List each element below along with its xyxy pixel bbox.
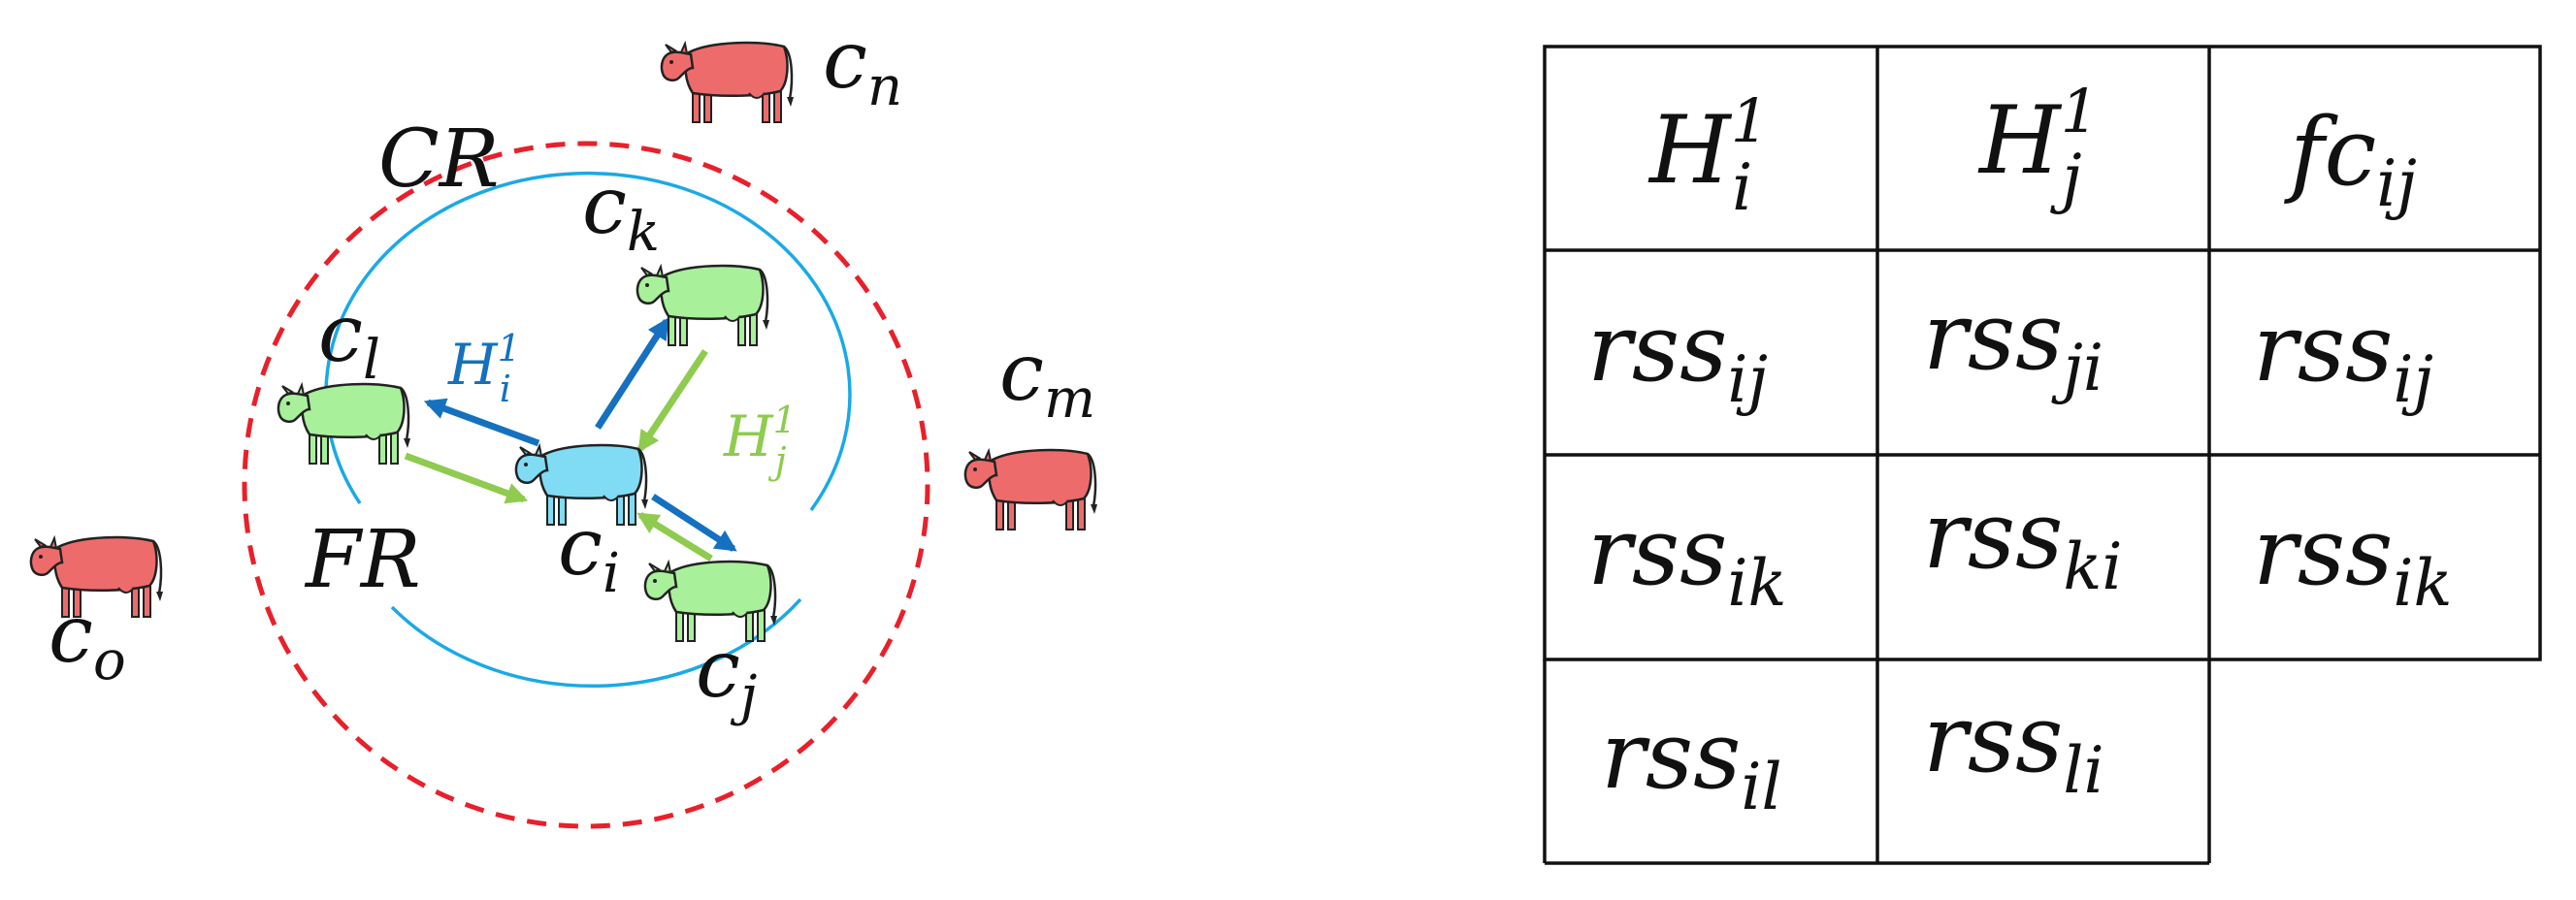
table-cell-r1c3: rssij	[2253, 294, 2433, 417]
table-cell-r2c3: rssik	[2253, 498, 2453, 621]
arrow-ci-to-cj	[651, 494, 737, 552]
friend-range-label: FR	[304, 514, 421, 606]
label-co: co	[49, 589, 126, 692]
arrow-ci-to-ck	[595, 317, 669, 430]
table-cell-r2c2: rsski	[1923, 481, 2123, 604]
friend-range-arc-upper	[324, 171, 852, 512]
table-cell-r3c1: rssil	[1601, 701, 1782, 824]
label-ck: ck	[582, 160, 660, 264]
cow-icon-cn	[660, 41, 796, 124]
table-frame	[1543, 45, 2542, 661]
table-header-fc: fcij	[2284, 98, 2417, 221]
arrow-ck-to-ci	[637, 349, 708, 453]
arrow-cj-to-ci	[636, 512, 713, 562]
table-cell-r1c1: rssij	[1587, 294, 1768, 417]
table-cell-r3c2: rssli	[1923, 685, 2104, 808]
arrow-ci-to-cl	[423, 398, 540, 447]
label-cn: cn	[823, 15, 902, 118]
label-cl: cl	[318, 288, 380, 392]
communication-range-circle	[242, 141, 930, 829]
cow-icon-cl	[277, 382, 412, 466]
arrow-cl-to-ci	[404, 452, 529, 504]
label-cj: cj	[696, 624, 757, 727]
communication-range-label: CR	[378, 113, 499, 206]
cow-icon-cm	[963, 448, 1099, 531]
table-cell-r1c2: rssji	[1923, 282, 2103, 405]
label-cm: cm	[999, 327, 1095, 431]
table-cell-r2c1: rssik	[1587, 498, 1787, 621]
label-ci: ci	[558, 501, 620, 605]
